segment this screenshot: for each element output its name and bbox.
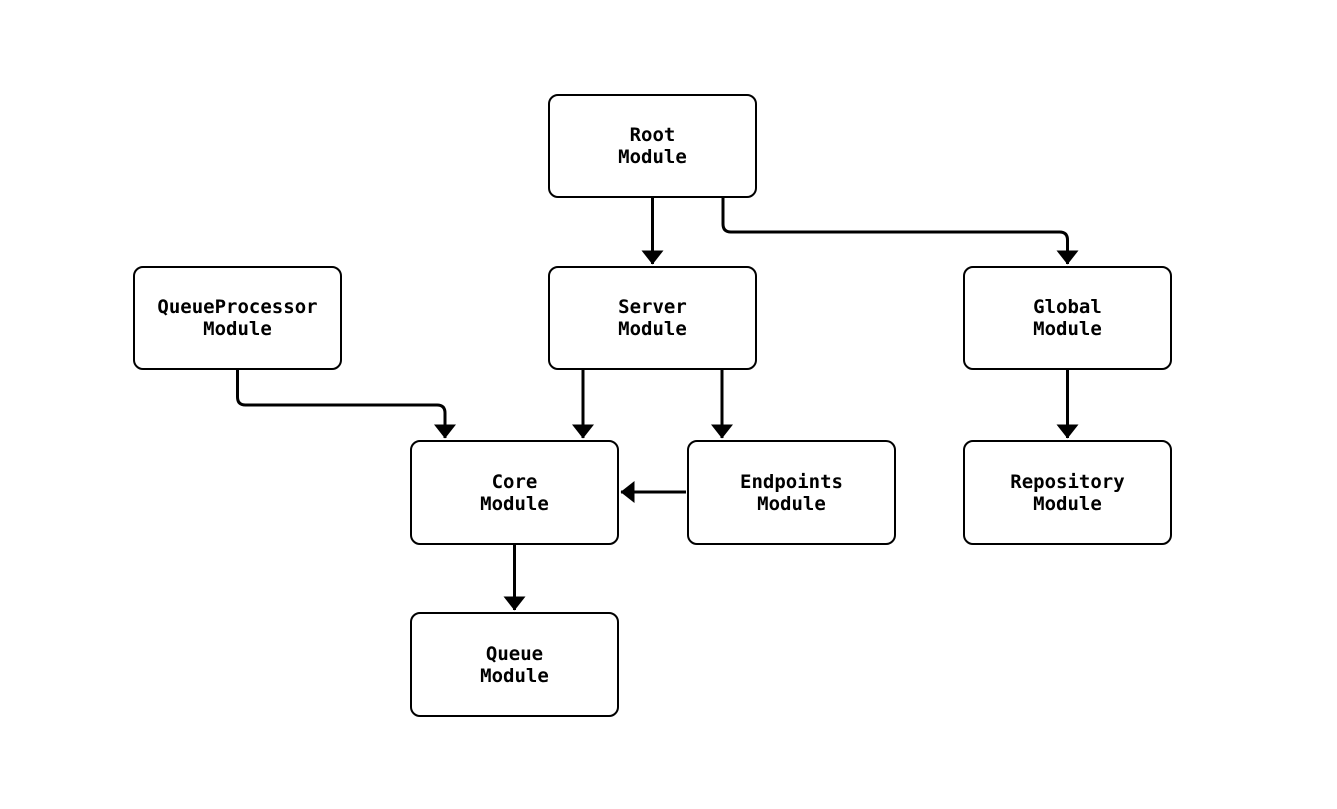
node-label-repository-module: Repository Module bbox=[1010, 470, 1125, 515]
node-queueprocessor-module: QueueProcessor Module bbox=[133, 266, 342, 370]
node-label-global-module: Global Module bbox=[1033, 296, 1102, 340]
node-core-module: Core Module bbox=[410, 440, 619, 545]
node-repository-module: Repository Module bbox=[963, 440, 1172, 545]
node-label-server-module: Server Module bbox=[618, 296, 687, 340]
node-label-queue-module: Queue Module bbox=[480, 642, 549, 687]
edge-queueprocessor-to-core bbox=[236, 370, 456, 439]
node-endpoints-module: Endpoints Module bbox=[687, 440, 896, 545]
node-global-module: Global Module bbox=[963, 266, 1172, 370]
node-label-queueprocessor-module: QueueProcessor Module bbox=[157, 296, 318, 340]
edge-root-to-global bbox=[721, 198, 1079, 265]
node-label-root-module: Root Module bbox=[618, 124, 687, 168]
node-root-module: Root Module bbox=[548, 94, 757, 198]
node-server-module: Server Module bbox=[548, 266, 757, 370]
node-label-endpoints-module: Endpoints Module bbox=[740, 470, 843, 515]
node-label-core-module: Core Module bbox=[480, 470, 549, 515]
node-queue-module: Queue Module bbox=[410, 612, 619, 717]
